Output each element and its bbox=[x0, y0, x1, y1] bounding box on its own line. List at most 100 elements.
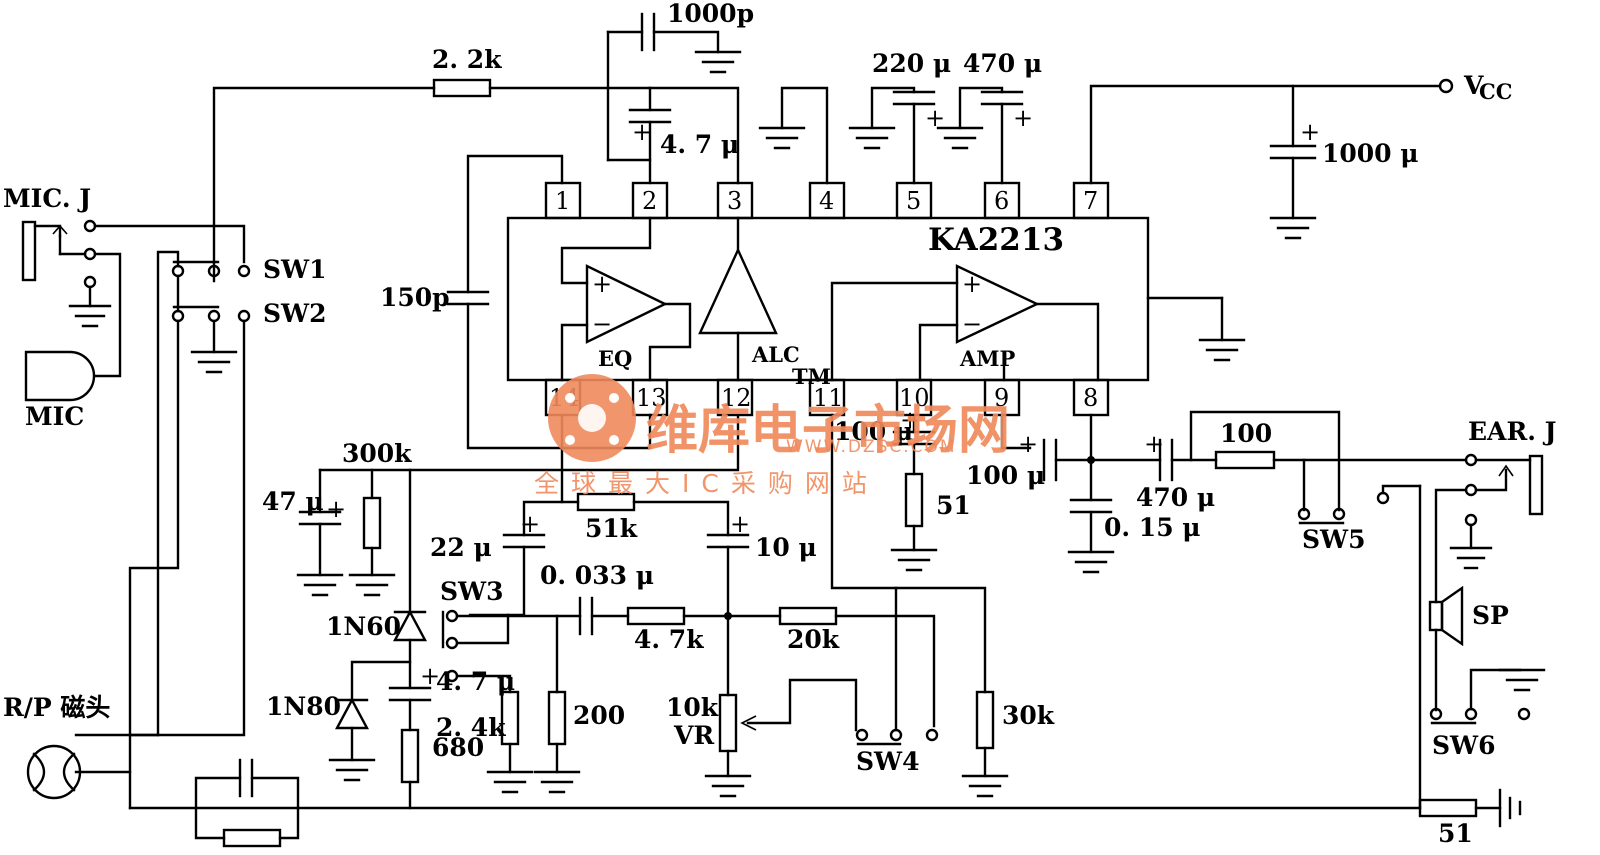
top-network: 1000p + 4. 7 μ 2. 2k + 220 μ bbox=[212, 0, 1512, 362]
sw3-label: SW3 bbox=[440, 577, 504, 606]
r-680-label: 680 bbox=[432, 733, 484, 762]
eq-amplifier: + − EQ bbox=[560, 216, 692, 382]
svg-text:−: − bbox=[962, 310, 982, 338]
vr-label: VR bbox=[673, 721, 714, 750]
ic-top-pins: 1 2 3 4 5 6 7 bbox=[544, 181, 1110, 220]
svg-text:+: + bbox=[1013, 104, 1033, 132]
mic-jack-body bbox=[21, 220, 37, 282]
ear-speaker: EAR. J SP SW6 51 bbox=[1418, 417, 1556, 848]
r-51-mid-label: 51 bbox=[936, 491, 971, 520]
pin-5-label: 5 bbox=[906, 187, 921, 215]
pin-12-label: 12 bbox=[721, 384, 752, 412]
r-51-bottom bbox=[1418, 798, 1478, 818]
pin-9-label: 9 bbox=[994, 384, 1009, 412]
r-2-4k-label: 2. 4k bbox=[436, 713, 506, 742]
mic-body bbox=[24, 350, 96, 402]
sw6-label: SW6 bbox=[1432, 731, 1496, 760]
speaker-label: SP bbox=[1472, 601, 1509, 630]
mic-label: MIC bbox=[25, 402, 84, 431]
speaker-body bbox=[1428, 600, 1444, 632]
c-1000u-label: 1000 μ bbox=[1322, 139, 1419, 168]
r-300k-label: 300k bbox=[342, 439, 412, 468]
c-100u-b-label: 100 μ bbox=[966, 461, 1045, 490]
alc-label: ALC bbox=[751, 342, 800, 367]
mid-network: 51k + 22 μ + 10 μ SW3 0. 033 μ 4. 7k 20k bbox=[430, 413, 1055, 798]
vcc-terminal bbox=[1438, 78, 1454, 94]
c-4-7u-top-label: 4. 7 μ bbox=[660, 130, 739, 159]
mic-section: MIC. J MIC SW1 SW2 bbox=[3, 184, 327, 810]
c-1000p-label: 1000p bbox=[667, 0, 754, 28]
ear-jack-label: EAR. J bbox=[1468, 417, 1556, 446]
sw1-label: SW1 bbox=[263, 255, 327, 284]
pin-3-box bbox=[716, 181, 754, 220]
alc-block: ALC bbox=[698, 216, 800, 382]
vcc-sub-label: CC bbox=[1479, 79, 1512, 104]
svg-text:+: + bbox=[326, 495, 346, 523]
r-4-7k bbox=[626, 606, 686, 626]
svg-text:+: + bbox=[925, 104, 945, 132]
left-lower: 300k + 47 μ 1N60 1N80 + 680 bbox=[194, 439, 484, 848]
c-47u-label: 47 μ bbox=[262, 487, 324, 516]
r-300k bbox=[362, 496, 382, 550]
svg-text:−: − bbox=[592, 310, 612, 338]
pin-11-box bbox=[808, 378, 846, 417]
watermark-tm: TM bbox=[792, 364, 831, 389]
svg-text:+: + bbox=[1018, 430, 1038, 458]
vr-10k bbox=[718, 693, 738, 753]
pin-11-label: 11 bbox=[813, 384, 844, 412]
ear-jack-body bbox=[1528, 454, 1544, 516]
r-100-label: 100 bbox=[1220, 419, 1272, 448]
c-4-7u-low-label: 4. 7 μ bbox=[436, 667, 515, 696]
r-4-7k-label: 4. 7k bbox=[634, 625, 704, 654]
r-30k bbox=[975, 690, 995, 750]
pin-13-label: 13 bbox=[636, 384, 667, 412]
c-22u-label: 22 μ bbox=[430, 533, 492, 562]
rp-head: R/P 磁头 bbox=[3, 693, 1422, 810]
r-30k-label: 30k bbox=[1002, 701, 1055, 730]
pin-3-label: 3 bbox=[727, 187, 742, 215]
r-51-mid bbox=[904, 472, 924, 528]
sw2-label: SW2 bbox=[263, 299, 327, 328]
sw4-label: SW4 bbox=[856, 747, 920, 776]
r-20k bbox=[778, 606, 838, 626]
amp-label: AMP bbox=[959, 346, 1016, 371]
r-100 bbox=[1214, 450, 1276, 470]
c-0-15u-label: 0. 15 μ bbox=[1104, 513, 1201, 542]
r-200 bbox=[547, 690, 567, 746]
vcc-label: V bbox=[1463, 71, 1484, 100]
pin-6-label: 6 bbox=[994, 187, 1009, 215]
r-bottom-parallel bbox=[222, 828, 282, 848]
pin-1-label: 1 bbox=[555, 187, 570, 215]
mic-jack-label: MIC. J bbox=[3, 184, 91, 213]
c-10u-label: 10 μ bbox=[755, 533, 817, 562]
svg-text:+: + bbox=[1300, 118, 1320, 146]
c-470u-out-label: 470 μ bbox=[1136, 483, 1215, 512]
c-470u-top-label: 470 μ bbox=[963, 49, 1042, 78]
junction-dot-1 bbox=[724, 612, 732, 620]
amp-amplifier: + − AMP bbox=[830, 264, 1100, 382]
c-0-033u-label: 0. 033 μ bbox=[540, 561, 654, 590]
pin-8-label: 8 bbox=[1083, 384, 1098, 412]
r-2-2k-label: 2. 2k bbox=[432, 45, 502, 74]
eq-label: EQ bbox=[598, 346, 632, 371]
pin-10-label: 10 bbox=[899, 384, 930, 412]
output-network: 100 μ + 51 + 100 μ 0. 15 μ + 470 μ 100 bbox=[834, 406, 1468, 574]
c-150p-label: 150p bbox=[380, 283, 450, 312]
watermark-brand: 维库电子市场网 bbox=[646, 401, 1010, 461]
svg-text:+: + bbox=[520, 510, 540, 538]
watermark-url: WWW.DZSC.COM bbox=[786, 437, 957, 457]
r-680 bbox=[400, 728, 420, 784]
ka2213-ic: KA2213 1 2 3 4 5 6 7 8 bbox=[506, 181, 1224, 417]
watermark: 维库电子市场网 TM WWW.DZSC.COM 全球最大IC采购网站 bbox=[534, 364, 1010, 498]
d-1n80-label: 1N80 bbox=[266, 692, 341, 721]
r-2-2k bbox=[432, 78, 492, 98]
pin-7-label: 7 bbox=[1083, 187, 1098, 215]
r-51k-label: 51k bbox=[585, 514, 638, 543]
svg-text:+: + bbox=[420, 662, 440, 690]
svg-text:+: + bbox=[592, 270, 612, 298]
svg-text:+: + bbox=[730, 510, 750, 538]
pin-2-label: 2 bbox=[642, 187, 657, 215]
ic-name: KA2213 bbox=[928, 222, 1064, 258]
c-220u-label: 220 μ bbox=[872, 49, 951, 78]
